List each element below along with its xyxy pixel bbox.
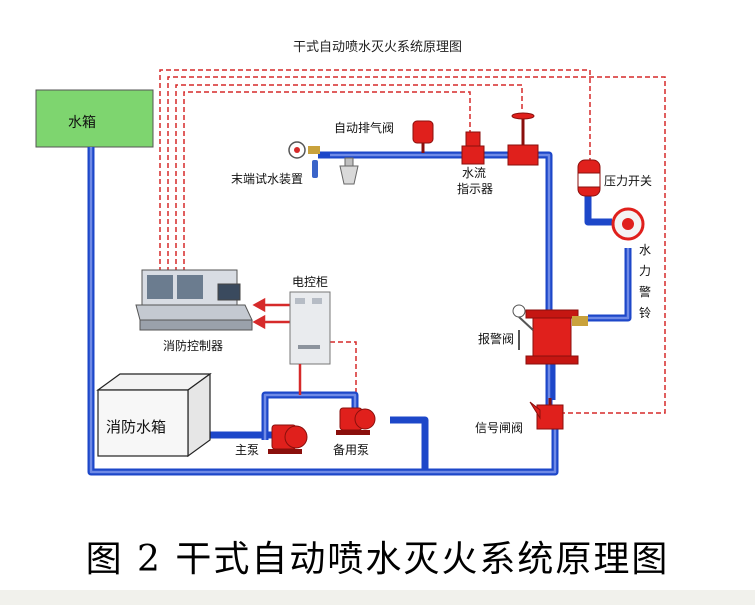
pipe-pressure bbox=[584, 195, 612, 226]
water-gong bbox=[611, 207, 645, 241]
water-tank bbox=[35, 89, 154, 148]
signal-valve-label: 信号闸阀 bbox=[475, 421, 524, 435]
control-arrows bbox=[252, 297, 290, 330]
alarm-valve bbox=[512, 304, 588, 365]
signal-gate-valve bbox=[529, 398, 564, 430]
sprinkler-head bbox=[339, 157, 359, 185]
control-cabinet-label: 电控柜 bbox=[292, 275, 329, 289]
auto-vent-valve-label: 自动排气阀 bbox=[334, 121, 395, 135]
pipe-gong bbox=[588, 248, 632, 322]
fire-water-tank bbox=[96, 372, 212, 458]
pressure-switch-label: 压力开关 bbox=[604, 174, 653, 188]
signal-line-gate-valve bbox=[175, 84, 523, 272]
signal-line-flow-indicator bbox=[183, 91, 471, 272]
water-tank-label: 水箱 bbox=[68, 115, 96, 131]
signal-lines bbox=[159, 69, 666, 414]
signal-line-pressure-switch bbox=[159, 69, 591, 272]
standby-pump-label: 备用泵 bbox=[333, 443, 370, 457]
flow-indicator-label-line1: 水流 bbox=[462, 166, 487, 180]
system-diagram bbox=[35, 69, 666, 476]
water-flow-indicator bbox=[461, 131, 485, 165]
end-test-device-label: 末端试水装置 bbox=[231, 172, 304, 186]
pipe-pump-to-riser bbox=[390, 416, 429, 472]
signal-line-signal-valve bbox=[167, 76, 666, 414]
bottom-strip bbox=[0, 590, 755, 605]
signal-line-standby-pump bbox=[330, 341, 357, 398]
auto-vent-valve bbox=[412, 120, 434, 153]
control-cabinet bbox=[289, 291, 331, 395]
flow-indicator-label-line2: 指示器 bbox=[457, 182, 494, 196]
gate-valve bbox=[507, 112, 539, 166]
diagram-title: 干式自动喷水灭火系统原理图 bbox=[292, 40, 462, 55]
main-pump-label: 主泵 bbox=[235, 443, 260, 457]
pipe-riser bbox=[330, 151, 553, 425]
water-gong-label: 水力警铃 bbox=[638, 243, 651, 320]
pipes bbox=[87, 147, 632, 476]
fire-controller bbox=[135, 269, 253, 331]
fire-water-tank-label: 消防水箱 bbox=[106, 418, 167, 436]
alarm-valve-label: 报警阀 bbox=[478, 332, 515, 346]
main-pump bbox=[268, 424, 308, 454]
end-test-device bbox=[288, 141, 320, 178]
figure-caption: 图 2 干式自动喷水灭火系统原理图 bbox=[85, 539, 670, 580]
fire-controller-label: 消防控制器 bbox=[163, 339, 224, 353]
pressure-switch bbox=[577, 159, 601, 197]
standby-pump bbox=[336, 407, 376, 435]
